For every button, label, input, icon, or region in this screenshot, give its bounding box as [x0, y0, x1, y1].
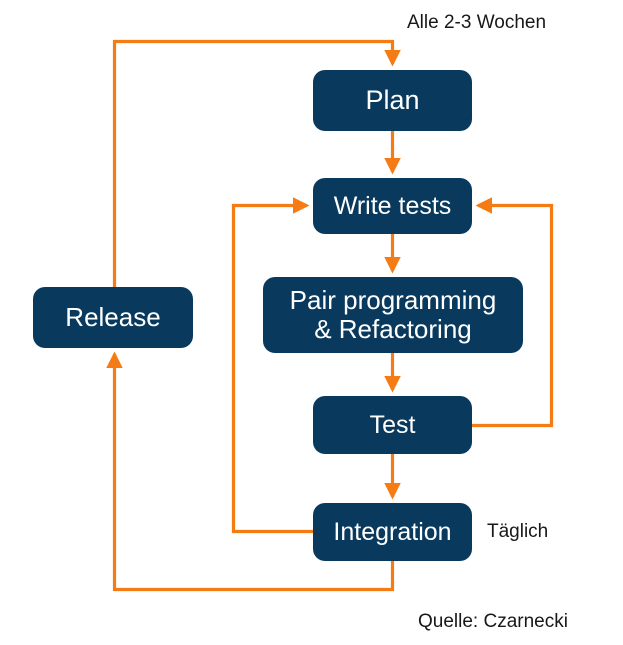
annotation-source: Quelle: Czarnecki — [418, 611, 568, 632]
node-pair-programming-refactoring[interactable]: Pair programming & Refactoring — [263, 277, 523, 353]
node-release-label: Release — [65, 301, 161, 332]
edge-integration-to-write-tests — [231, 197, 313, 534]
node-integration[interactable]: Integration — [313, 503, 472, 561]
node-integration-label: Integration — [333, 518, 452, 546]
node-write-tests[interactable]: Write tests — [313, 178, 472, 234]
node-write-tests-label: Write tests — [333, 192, 452, 220]
node-pair-programming-refactoring-label: Pair programming & Refactoring — [289, 284, 497, 344]
node-plan-label: Plan — [365, 85, 420, 116]
annotation-daily: Täglich — [487, 521, 549, 542]
annotation-cadence: Alle 2-3 Wochen — [407, 12, 547, 33]
node-plan[interactable]: Plan — [313, 70, 472, 131]
node-release[interactable]: Release — [33, 287, 193, 348]
node-test-label: Test — [369, 411, 416, 439]
node-test[interactable]: Test — [313, 396, 472, 454]
